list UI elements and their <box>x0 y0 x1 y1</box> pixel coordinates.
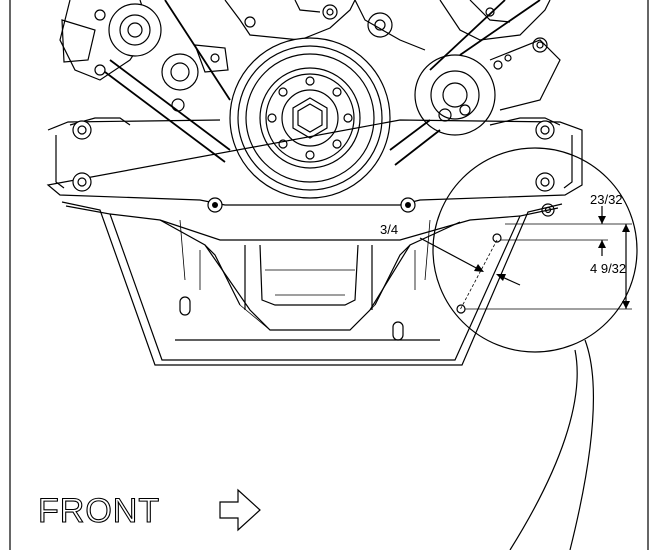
oil-pan <box>61 201 563 366</box>
alternator <box>59 0 162 81</box>
dim-height-label: 4 9/32 <box>590 261 626 276</box>
serpentine-belt <box>104 0 541 166</box>
dim-top-label: 23/32 <box>590 192 623 207</box>
front-label: FRONT <box>38 492 160 530</box>
page-frame <box>9 0 649 550</box>
arrow-right-outline-icon <box>219 488 261 532</box>
pulley-bolt-holes <box>267 76 353 160</box>
mount-bolts <box>72 120 555 217</box>
dimension-lines <box>419 206 632 311</box>
engine-crossmember <box>46 117 583 217</box>
power-steering-pump <box>414 0 561 136</box>
dim-offset-label: 3/4 <box>380 222 398 237</box>
detail-callout-circle <box>432 147 638 551</box>
crank-pulley <box>229 37 391 199</box>
idler-pulley-left <box>161 44 229 112</box>
